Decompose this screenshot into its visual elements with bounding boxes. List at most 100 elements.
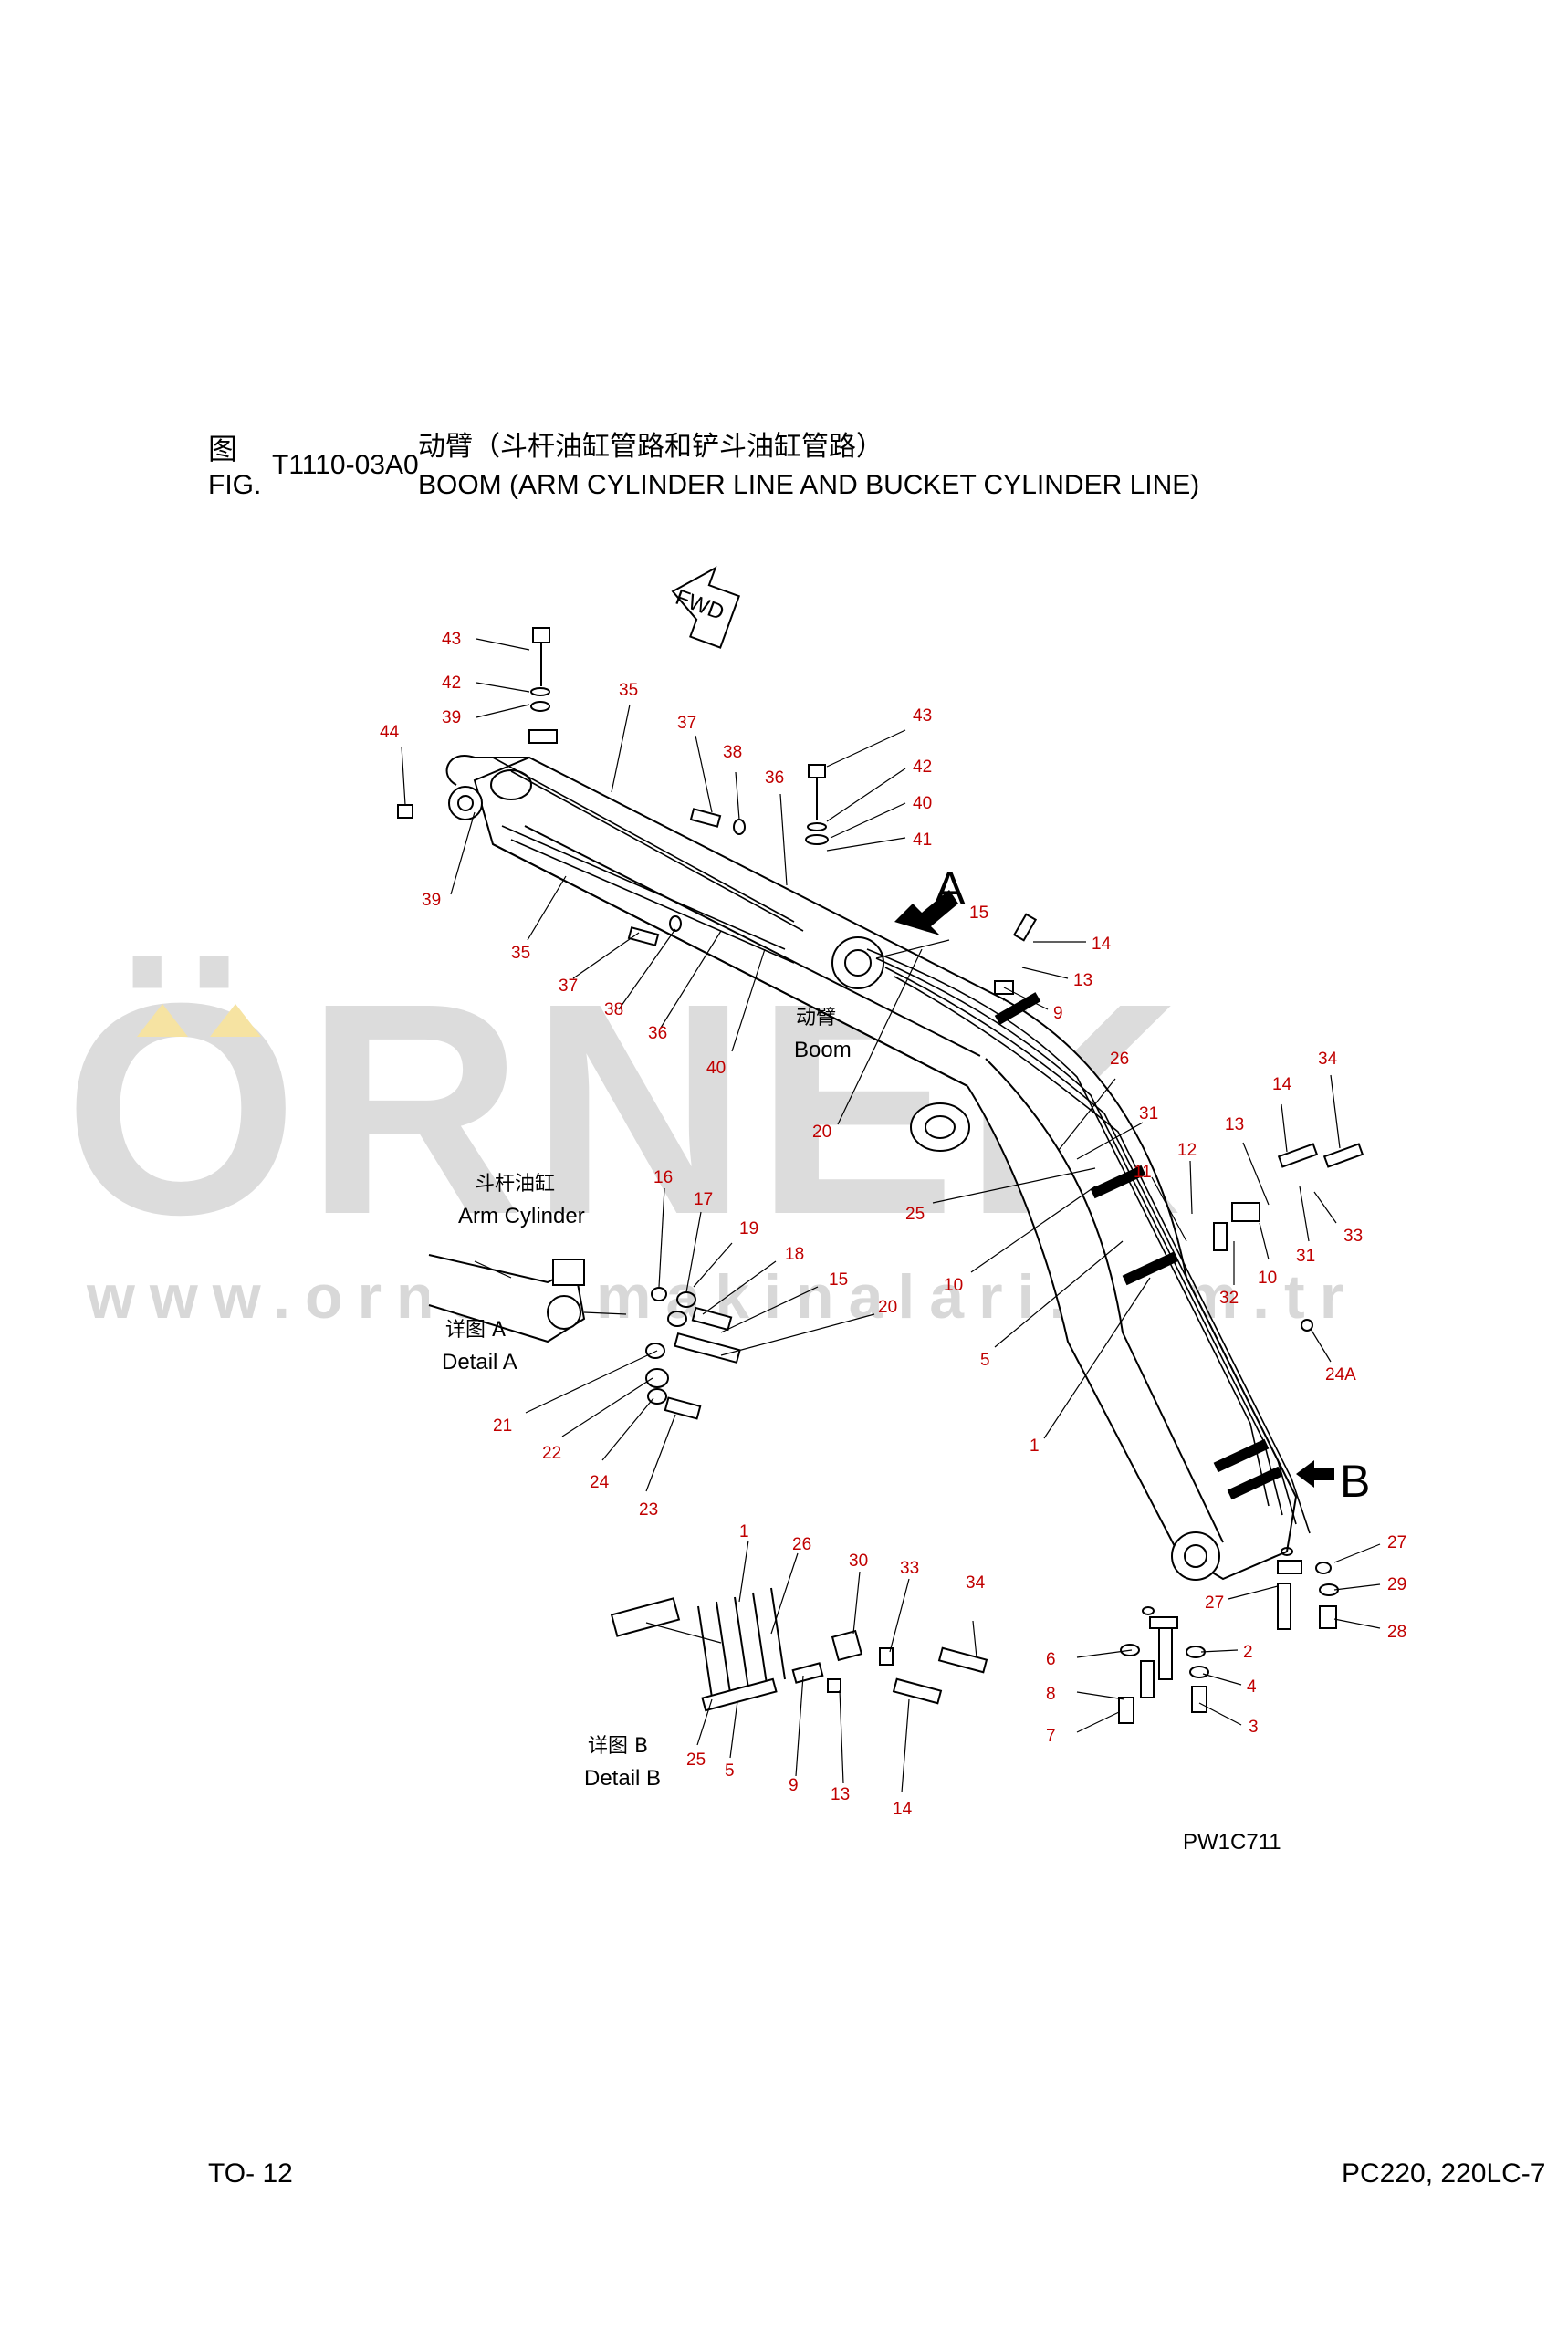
callout-number: 1 xyxy=(1030,1437,1040,1456)
callout-number: 14 xyxy=(1092,935,1112,954)
bolt-group-top-mid xyxy=(627,764,829,946)
callout-number: 38 xyxy=(723,743,742,762)
callout-number: 38 xyxy=(604,1000,623,1019)
callout-number: 2 xyxy=(1243,1643,1253,1662)
boom-body xyxy=(445,755,1298,1581)
callout-number: 15 xyxy=(829,1270,848,1290)
callout-number: 40 xyxy=(913,794,932,813)
callout-number: 16 xyxy=(653,1168,673,1187)
callout-numbers: 43 42 39 44 39 35 37 38 36 43 42 40 41 1… xyxy=(380,630,1406,1819)
callout-number: 35 xyxy=(511,944,530,963)
detail-b-label-en: Detail B xyxy=(584,1766,661,1791)
callout-number: 21 xyxy=(493,1416,512,1436)
callout-number: 25 xyxy=(686,1750,706,1770)
callout-number: 32 xyxy=(1219,1289,1239,1308)
page-number: TO- 12 xyxy=(208,2158,293,2189)
callout-number: 19 xyxy=(739,1219,758,1238)
view-b-arrow-icon xyxy=(1296,1460,1334,1488)
callout-number: 23 xyxy=(639,1500,658,1520)
callout-number: 35 xyxy=(619,681,638,700)
watermark-accent xyxy=(137,1004,265,1039)
callout-number: 26 xyxy=(792,1535,811,1554)
arm-cylinder-label-en: Arm Cylinder xyxy=(458,1204,585,1228)
boom-label-cn: 动臂 xyxy=(796,1007,836,1029)
callout-number: 7 xyxy=(1046,1727,1056,1746)
callout-number: 31 xyxy=(1139,1104,1158,1123)
callout-number: 9 xyxy=(789,1776,799,1795)
callout-number: 20 xyxy=(878,1298,897,1317)
bolt-group-top-left xyxy=(397,627,558,819)
callout-number: 13 xyxy=(1073,971,1092,990)
callout-number: 25 xyxy=(905,1205,925,1224)
callout-number: 39 xyxy=(422,891,441,910)
callout-number: 29 xyxy=(1387,1575,1406,1594)
callout-number: 26 xyxy=(1110,1050,1129,1069)
model-number: PC220, 220LC-7 xyxy=(1342,2158,1546,2189)
callout-number: 14 xyxy=(893,1800,913,1819)
detail-a-label-cn: 详图 A xyxy=(445,1319,506,1342)
callout-number: 33 xyxy=(1343,1227,1363,1246)
callout-number: 15 xyxy=(969,904,988,923)
title-cn: 动臂（斗杆油缸管路和铲斗油缸管路） xyxy=(418,431,883,463)
callout-number: 41 xyxy=(913,831,932,850)
callout-number: 33 xyxy=(900,1559,919,1578)
fwd-arrow-icon xyxy=(671,566,741,649)
callout-number: 10 xyxy=(1258,1269,1277,1288)
callout-number: 37 xyxy=(559,977,578,996)
callout-number: 13 xyxy=(831,1785,850,1804)
view-a-arrow-icon xyxy=(894,890,958,935)
callout-number: 5 xyxy=(980,1351,990,1370)
callout-number: 43 xyxy=(442,630,461,649)
hydraulic-lines xyxy=(866,948,1311,1534)
callout-number: 1 xyxy=(739,1522,749,1541)
callout-number: 24A xyxy=(1325,1365,1356,1384)
callout-number: 28 xyxy=(1387,1623,1406,1642)
callout-number: 5 xyxy=(725,1761,735,1781)
view-a-label: A xyxy=(935,862,966,914)
callout-number: 13 xyxy=(1225,1115,1244,1134)
boom-label-en: Boom xyxy=(794,1038,852,1062)
callout-number: 34 xyxy=(966,1573,986,1593)
fig-code: T1110-03A0 xyxy=(272,450,419,480)
callout-number: 27 xyxy=(1205,1593,1224,1613)
callout-number: 14 xyxy=(1272,1075,1292,1094)
callout-number: 8 xyxy=(1046,1685,1056,1704)
callout-number: 43 xyxy=(913,706,932,726)
callout-number: 18 xyxy=(785,1245,804,1264)
detail-a-assembly xyxy=(428,1254,741,1420)
view-b-label: B xyxy=(1340,1456,1370,1507)
callout-number: 42 xyxy=(442,674,461,693)
arm-cylinder-tubes xyxy=(492,757,804,964)
detail-a-label-en: Detail A xyxy=(442,1350,517,1374)
callout-number: 22 xyxy=(542,1444,561,1463)
fig-label-en: FIG. xyxy=(208,470,262,500)
callout-number: 24 xyxy=(590,1473,610,1492)
fig-label-cn: 图 xyxy=(208,433,238,465)
callout-number: 12 xyxy=(1177,1141,1197,1160)
detail-b-label-cn: 详图 B xyxy=(588,1735,648,1758)
leader-lines xyxy=(401,638,1381,1793)
callout-number: 11 xyxy=(1134,1163,1152,1182)
callout-number: 6 xyxy=(1046,1650,1056,1669)
callout-number: 36 xyxy=(648,1024,667,1043)
callout-number: 36 xyxy=(765,768,784,788)
callout-number: 4 xyxy=(1247,1677,1257,1697)
title-en: BOOM (ARM CYLINDER LINE AND BUCKET CYLIN… xyxy=(418,470,1200,500)
callout-number: 42 xyxy=(913,758,932,777)
callout-number: 39 xyxy=(442,708,461,727)
callout-number: 17 xyxy=(694,1190,713,1209)
callout-number: 44 xyxy=(380,723,400,742)
callout-number: 30 xyxy=(849,1552,868,1571)
callout-number: 34 xyxy=(1318,1050,1338,1069)
callout-number: 20 xyxy=(812,1123,831,1142)
callout-number: 9 xyxy=(1053,1004,1063,1023)
detail-b-assembly xyxy=(610,1587,988,1712)
arm-cylinder-label-cn: 斗杆油缸 xyxy=(475,1173,555,1196)
bolt-group-right xyxy=(994,913,1364,1332)
callout-number: 27 xyxy=(1387,1533,1406,1552)
callout-number: 10 xyxy=(944,1276,963,1295)
callout-number: 40 xyxy=(706,1059,726,1078)
callout-number: 31 xyxy=(1296,1247,1315,1266)
callout-number: 3 xyxy=(1249,1718,1259,1737)
